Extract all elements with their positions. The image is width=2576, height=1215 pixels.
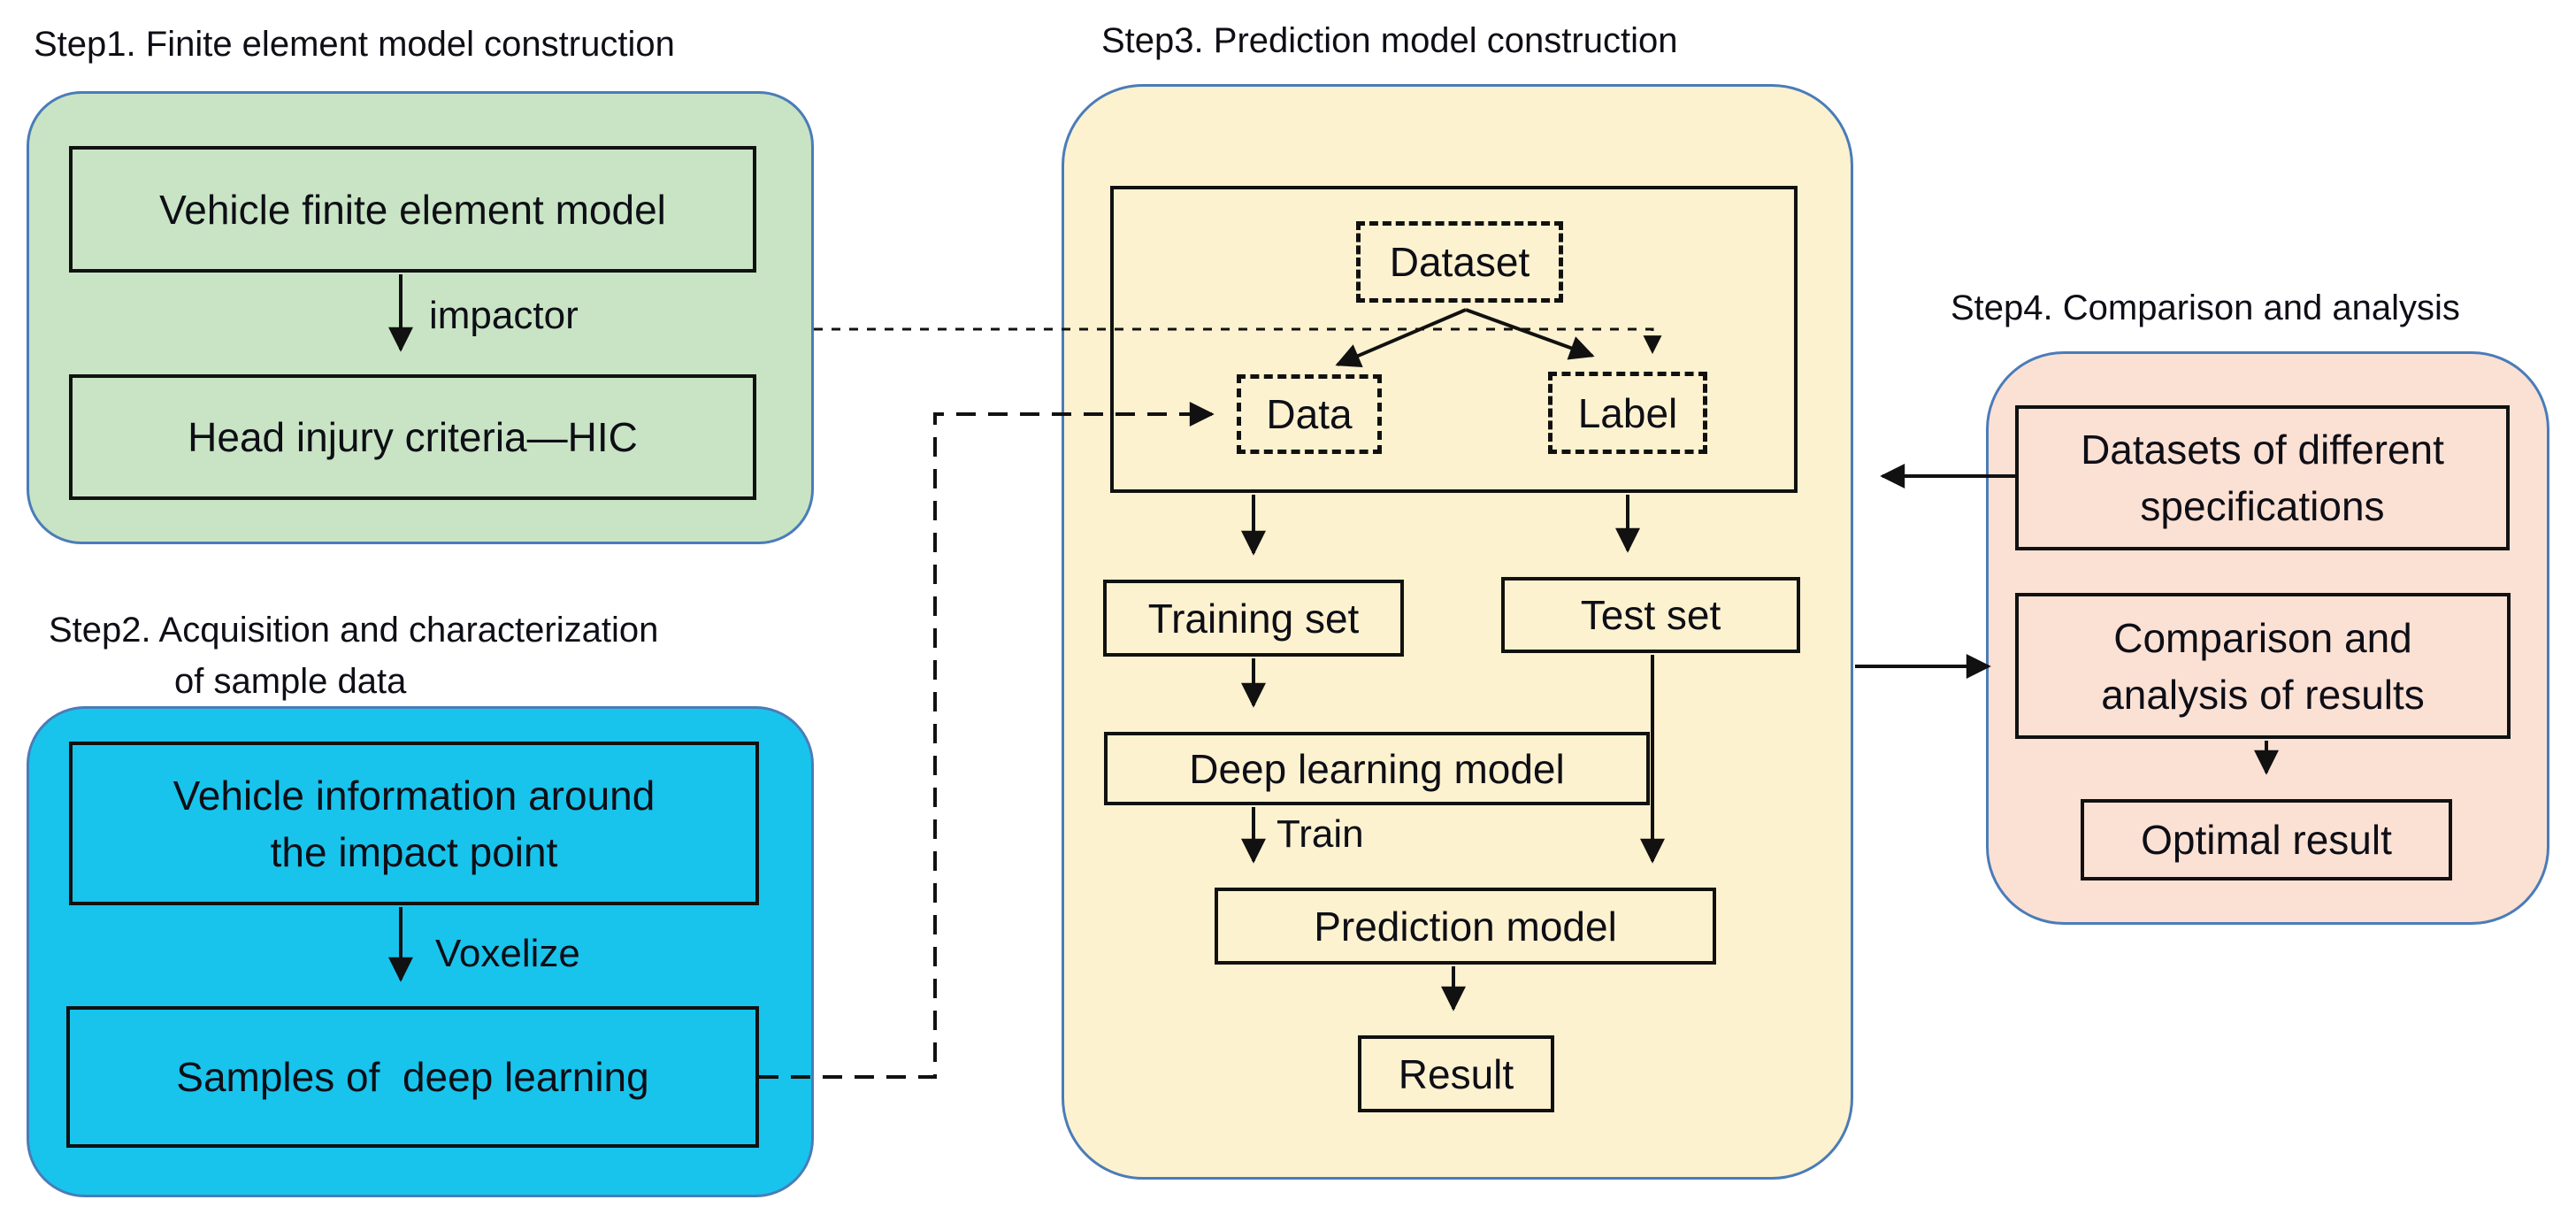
voxelize-arrow-label: Voxelize xyxy=(435,932,580,975)
data-dashed-box: Data xyxy=(1237,374,1382,454)
label-dashed-box: Label xyxy=(1548,372,1707,454)
step4-box-comparison-line1: Comparison and xyxy=(2113,614,2412,661)
step2-title-line2: of sample data xyxy=(174,662,407,701)
step1-box-hic: Head injury criteria—HIC xyxy=(69,374,756,500)
step1-box-vehicle-fe-model: Vehicle finite element model xyxy=(69,146,756,273)
step2-box-vehicle-info-line2: the impact point xyxy=(270,828,558,875)
step4-box-comparison-line2: analysis of results xyxy=(2101,671,2425,718)
step2-title-line1: Step2. Acquisition and characterization xyxy=(49,611,659,650)
step2-box-samples: Samples of deep learning xyxy=(66,1006,759,1148)
step4-box-datasets-line1: Datasets of different xyxy=(2081,427,2444,473)
step4-container xyxy=(1986,351,2549,925)
train-arrow-label: Train xyxy=(1276,812,1364,856)
step4-box-optimal: Optimal result xyxy=(2081,799,2452,880)
step2-container xyxy=(27,706,814,1197)
test-set-box: Test set xyxy=(1501,577,1800,653)
impactor-arrow-label: impactor xyxy=(429,294,579,337)
step2-box-vehicle-info: Vehicle information around the impact po… xyxy=(69,742,759,905)
deep-learning-model-box: Deep learning model xyxy=(1104,732,1650,805)
step4-box-datasets: Datasets of different specifications xyxy=(2015,405,2510,550)
training-set-box: Training set xyxy=(1103,580,1404,657)
step4-box-comparison: Comparison and analysis of results xyxy=(2015,593,2511,739)
prediction-model-box: Prediction model xyxy=(1215,888,1716,965)
step1-title: Step1. Finite element model construction xyxy=(34,25,675,64)
step2-box-vehicle-info-line1: Vehicle information around xyxy=(172,772,656,819)
step4-title: Step4. Comparison and analysis xyxy=(1951,288,2460,327)
step4-box-datasets-line2: specifications xyxy=(2140,483,2385,529)
result-box: Result xyxy=(1358,1035,1554,1112)
step3-title: Step3. Prediction model construction xyxy=(1101,21,1678,60)
dataset-dashed-box: Dataset xyxy=(1356,221,1563,303)
step1-container xyxy=(27,91,814,544)
